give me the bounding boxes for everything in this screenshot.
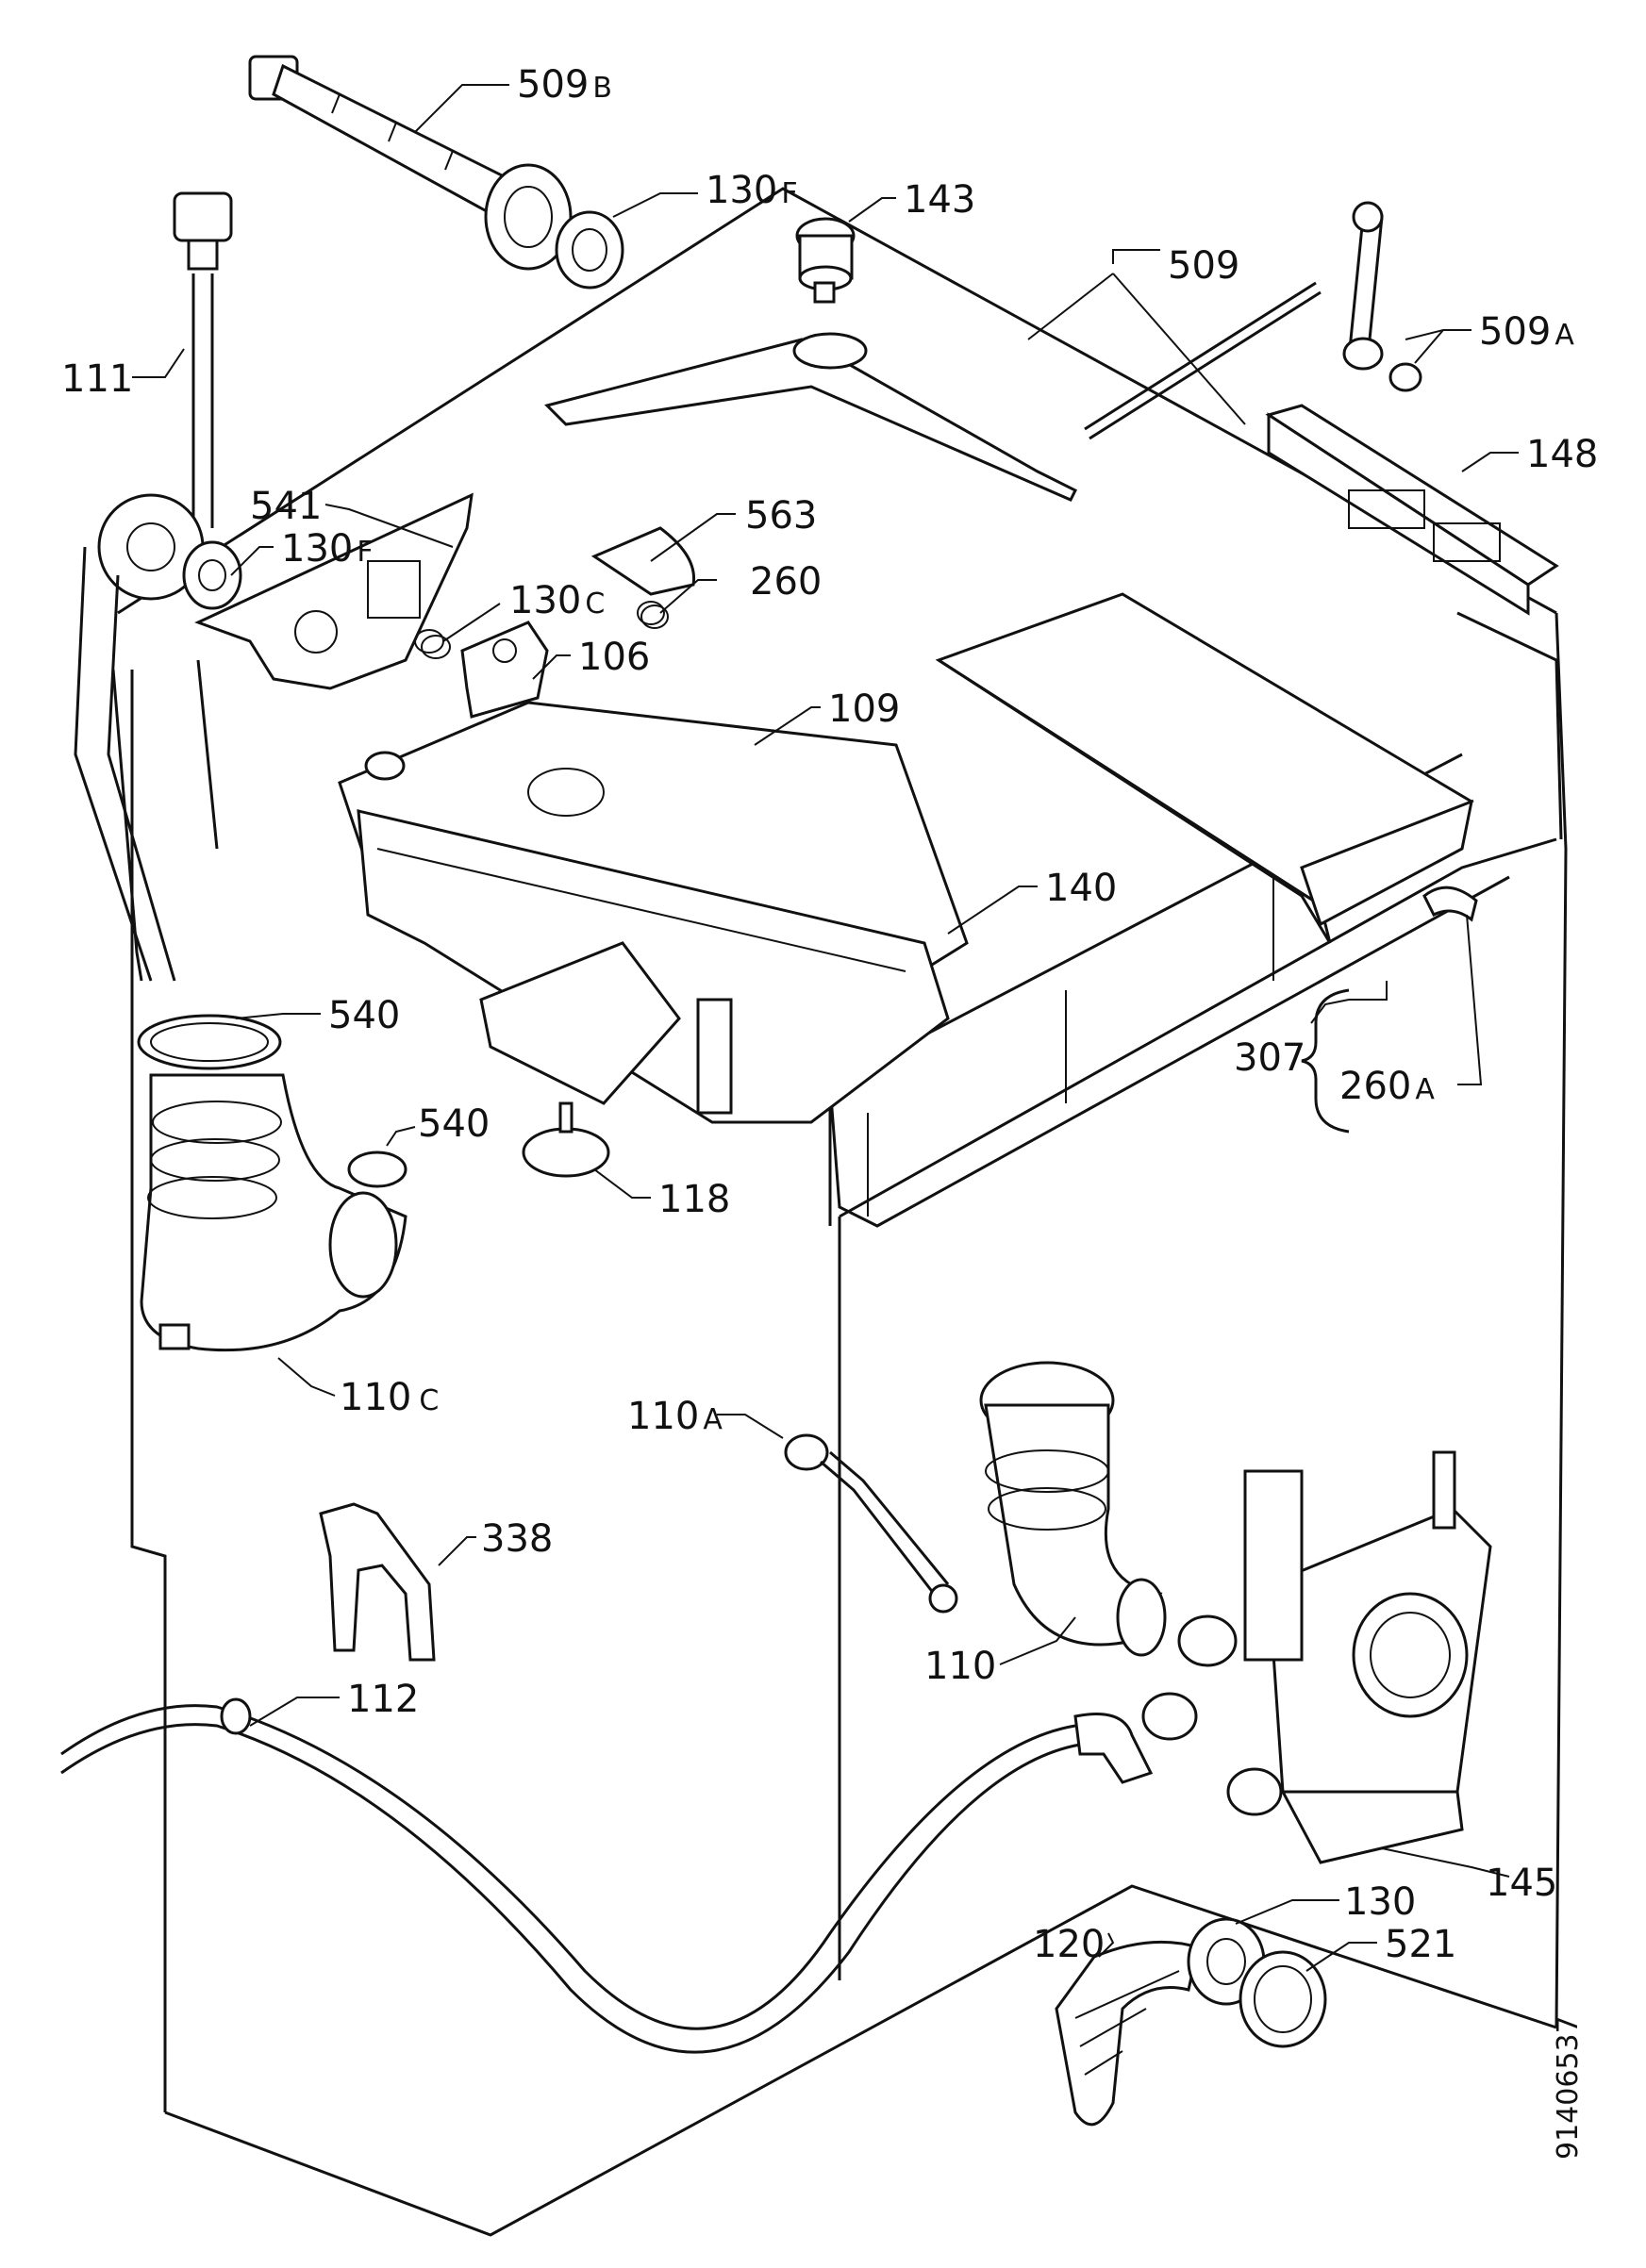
- hose-clamp-540-a: [137, 1014, 282, 1070]
- label-541: 541: [250, 485, 322, 528]
- valve-130c: [414, 629, 451, 659]
- label-112: 112: [347, 1678, 419, 1721]
- label-148: 148: [1526, 433, 1598, 476]
- label-145: 145: [1486, 1862, 1557, 1905]
- pump-145: [1141, 1450, 1492, 1864]
- tray-under: [479, 941, 681, 1105]
- hose-110a: [784, 1433, 958, 1614]
- lever-509a: [1342, 201, 1422, 392]
- spring-260: [637, 601, 669, 629]
- filter-118: [522, 1101, 610, 1178]
- detergent-drawer-307: [935, 592, 1474, 944]
- drain-hose-112: [60, 1697, 1154, 2054]
- clip-338: [319, 1502, 436, 1662]
- sump-hose-110c: [140, 1073, 407, 1352]
- label-110: 110: [924, 1645, 996, 1688]
- seal-130f-top: [555, 210, 624, 290]
- filter-120: [1055, 1940, 1200, 2127]
- label-120: 120: [1033, 1923, 1105, 1966]
- label-118: 118: [658, 1178, 730, 1221]
- label-521: 521: [1385, 1923, 1456, 1966]
- label-260: 260: [750, 560, 822, 604]
- seal-130f-mid: [182, 540, 242, 610]
- drawing-number: 91406537: [1552, 2015, 1585, 2160]
- label-563: 563: [745, 494, 817, 538]
- label-540-a: 540: [328, 994, 400, 1037]
- label-307: 307: [1234, 1036, 1305, 1080]
- label-338: 338: [481, 1517, 553, 1561]
- tank-140: [357, 809, 950, 1124]
- label-509: 509: [1168, 244, 1239, 288]
- label-109: 109: [828, 687, 900, 731]
- cabinet-outline: [111, 187, 1568, 2237]
- label-143: 143: [904, 178, 975, 222]
- bellows-110: [979, 1361, 1167, 1657]
- cam-563: [590, 526, 696, 596]
- hose-elbow-left: [74, 493, 205, 982]
- clip-260a: [1422, 886, 1478, 922]
- label-106: 106: [578, 636, 650, 679]
- cap-521: [1239, 1950, 1327, 2048]
- label-540-b: 540: [418, 1102, 490, 1146]
- knob-143: [795, 217, 856, 304]
- hose-clamp-540-b: [347, 1151, 407, 1188]
- clip-106: [460, 621, 549, 719]
- bracket-541: [194, 492, 474, 690]
- dispenser-cover-148: [1265, 404, 1559, 616]
- label-140: 140: [1045, 867, 1117, 910]
- label-111: 111: [61, 357, 133, 401]
- brace-307: [1301, 988, 1350, 1134]
- lever-509: [544, 281, 1322, 502]
- inlet-hose-111: [173, 191, 233, 528]
- label-130: 130: [1344, 1880, 1416, 1924]
- inlet-hose-509b: [248, 55, 573, 271]
